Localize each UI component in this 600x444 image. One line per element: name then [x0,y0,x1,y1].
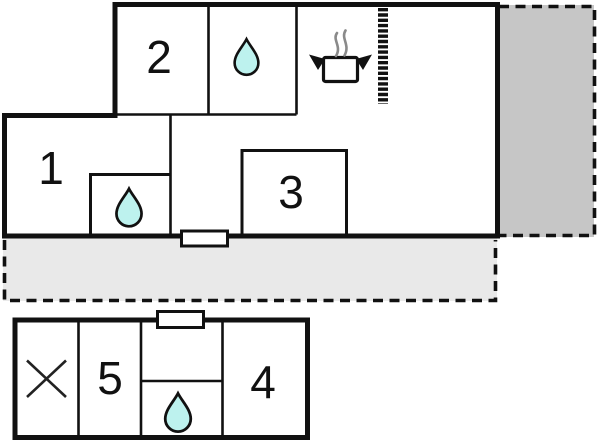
crossed-box-icon [26,359,67,398]
main-building-interior-walls [89,4,348,236]
pot-body [321,55,360,84]
wall-room1-bathroom [89,173,171,236]
room-3-label: 3 [278,166,304,218]
room-2-label: 2 [146,31,172,83]
room-4-label: 4 [250,356,276,408]
main-building-outline [2,2,500,239]
terrace-area [3,236,497,301]
patio-dashed-border [499,4,597,238]
pot-right-handle [356,54,372,70]
room-1-label: 1 [38,142,64,194]
terrace-dashed-border [2,240,498,303]
steam-line [342,29,348,57]
wall-room3 [240,149,348,236]
annex-interior-walls [77,320,224,438]
steam-icon [334,29,348,58]
window-marker [156,310,205,329]
patio-area [499,5,594,237]
steam-line [334,31,340,58]
cross-line [26,359,67,398]
cooking-pot-icon [309,54,372,84]
window-marker [180,229,229,248]
pot-left-handle [309,54,325,70]
room-5-label: 5 [97,352,123,404]
annex-building-outline [12,317,310,440]
